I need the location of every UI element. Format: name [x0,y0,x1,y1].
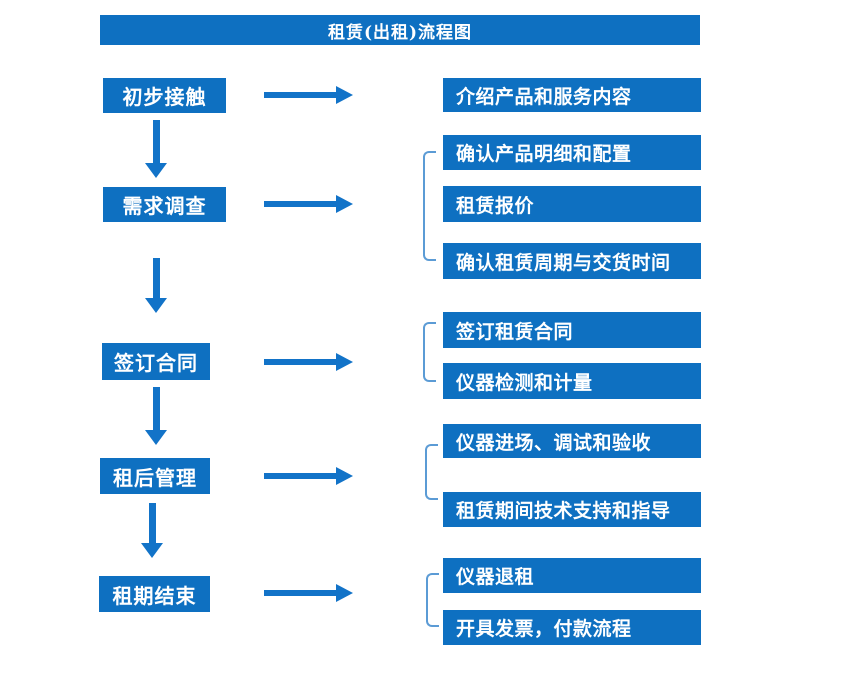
step-demand-survey: 需求调查 [103,187,226,222]
group-bracket [423,322,436,382]
arrow-down-icon [145,120,167,178]
step-label: 租期结束 [112,583,197,608]
arrow-right-icon [264,86,353,104]
detail-label: 仪器进场、调试和验收 [456,431,652,454]
arrow-right-icon [264,584,353,602]
detail-instrument-testing-metering: 仪器检测和计量 [443,363,701,399]
detail-label: 租赁报价 [456,194,535,217]
detail-invoice-payment: 开具发票，付款流程 [443,610,701,645]
detail-label: 租赁期间技术支持和指导 [456,500,671,522]
arrow-down-icon [141,503,163,558]
detail-sign-rental-contract: 签订租赁合同 [443,312,701,348]
detail-instrument-arrival-acceptance: 仪器进场、调试和验收 [443,424,701,458]
detail-confirm-product-details: 确认产品明细和配置 [443,135,701,170]
detail-rental-quote: 租赁报价 [443,186,701,222]
step-initial-contact: 初步接触 [103,78,226,113]
detail-instrument-return: 仪器退租 [443,558,701,593]
step-post-rental-management: 租后管理 [100,458,210,494]
detail-label: 确认租赁周期与交货时间 [456,251,671,274]
detail-label: 仪器退租 [456,566,535,588]
detail-introduce-products-services: 介绍产品和服务内容 [443,78,701,112]
arrow-right-icon [264,195,353,213]
step-sign-contract: 签订合同 [102,343,210,380]
step-rental-end: 租期结束 [99,576,210,612]
step-label: 需求调查 [122,194,207,218]
detail-confirm-rental-period-delivery: 确认租赁周期与交货时间 [443,243,701,279]
arrow-down-icon [145,258,167,313]
detail-label: 仪器检测和计量 [456,371,593,394]
detail-label: 签订租赁合同 [456,320,574,343]
group-bracket [426,573,439,627]
arrow-right-icon [264,467,353,485]
arrow-right-icon [264,353,353,371]
group-bracket [425,444,438,500]
step-label: 初步接触 [122,85,207,109]
detail-rental-tech-support: 租赁期间技术支持和指导 [443,492,701,527]
detail-label: 介绍产品和服务内容 [456,85,632,108]
step-label: 租后管理 [113,465,197,490]
step-label: 签订合同 [114,351,198,375]
page-title: 租赁(出租)流程图 [327,22,473,43]
detail-label: 开具发票，付款流程 [456,618,632,640]
arrow-down-icon [145,387,167,445]
group-bracket [423,151,436,261]
title-bar: 租赁(出租)流程图 [100,15,700,45]
detail-label: 确认产品明细和配置 [456,143,632,165]
